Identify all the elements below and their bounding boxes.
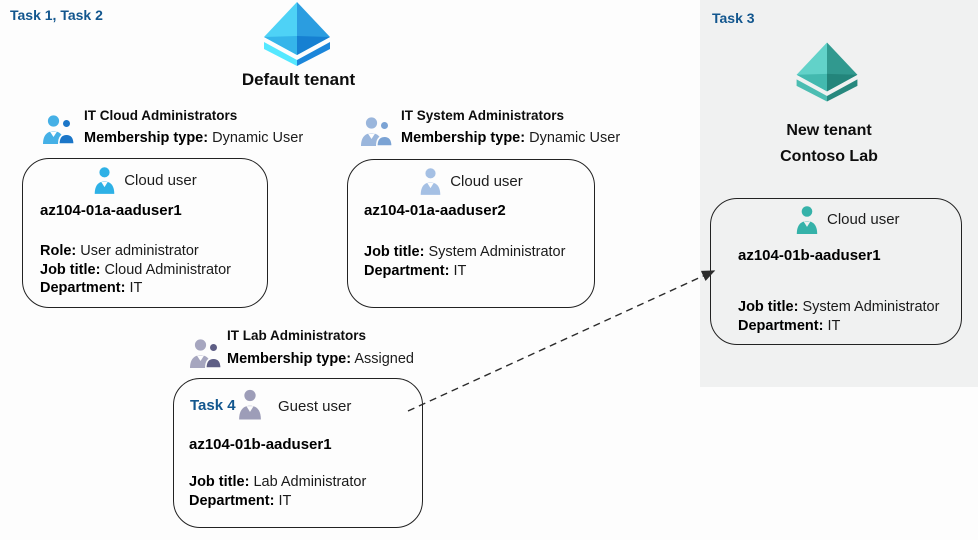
new-tenant-icon [796,42,858,102]
new-tenant-title-line2: Contoso Lab [780,148,878,165]
attr-department: Department: IT [738,317,841,334]
user-attributes: Job title: System Administrator Departme… [738,298,939,335]
user-type-label: Cloud user [124,171,197,189]
attr-department: Department: IT [189,492,292,509]
card-cloud-user-2: Cloud user az104-01a-aaduser2 Job title:… [347,159,595,308]
card-cloud-user-1: Cloud user az104-01a-aaduser1 Role: User… [22,158,268,308]
membership-type: Membership type: Dynamic User [401,130,621,146]
user-type-label: Cloud user [450,172,523,190]
cloud-user-icon [796,206,818,234]
guest-user-icon [239,389,261,420]
new-tenant-title-line1: New tenant [786,122,872,139]
username: az104-01b-aaduser1 [189,436,332,453]
group-icon [190,339,223,369]
group-title: IT Cloud Administrators [84,108,238,123]
attr-job-title: Job title: Lab Administrator [189,474,367,490]
user-type-label: Cloud user [827,211,900,228]
attr-role: Role: User administrator [40,243,199,259]
task-4-label: Task 4 [190,397,236,414]
card-header: Cloud user [348,166,594,196]
group-icon [361,117,394,147]
user-type-label: Guest user [278,398,352,415]
group-title: IT Lab Administrators [227,328,367,343]
attr-job-title: Job title: System Administrator [738,299,940,315]
attr-department: Department: IT [364,262,467,279]
attr-job-title: Job title: System Administrator [364,244,566,260]
default-tenant-title: Default tenant [241,70,356,89]
group-icon [43,115,76,145]
user-attributes: Role: User administrator Job title: Clou… [40,242,231,298]
user-attributes: Job title: Lab Administrator Department:… [189,473,366,510]
username: az104-01b-aaduser1 [738,247,881,264]
card-header: Cloud user [23,165,267,195]
attr-department: Department: IT [40,280,143,297]
card-new-tenant-user: Cloud user az104-01b-aaduser1 Job title:… [710,198,962,345]
azure-ad-tenant-icon [264,2,330,66]
username: az104-01a-aaduser2 [364,202,506,219]
cloud-user-icon [94,167,115,194]
username: az104-01a-aaduser1 [40,202,182,219]
group-title: IT System Administrators [401,108,565,123]
user-attributes: Job title: System Administrator Departme… [364,243,565,280]
task-1-2-label: Task 1, Task 2 [10,7,103,23]
attr-job-title: Job title: Cloud Administrator [40,261,231,278]
task-3-label: Task 3 [712,10,755,26]
card-guest-user: Task 4 Guest user az104-01b-aaduser1 Job… [173,378,423,528]
cloud-user-icon [420,168,441,195]
new-tenant-panel: Task 3 New tenant Contoso Lab Cloud user… [700,0,978,387]
membership-type: Membership type: Dynamic User [84,130,304,146]
membership-type: Membership type: Assigned [227,351,414,367]
